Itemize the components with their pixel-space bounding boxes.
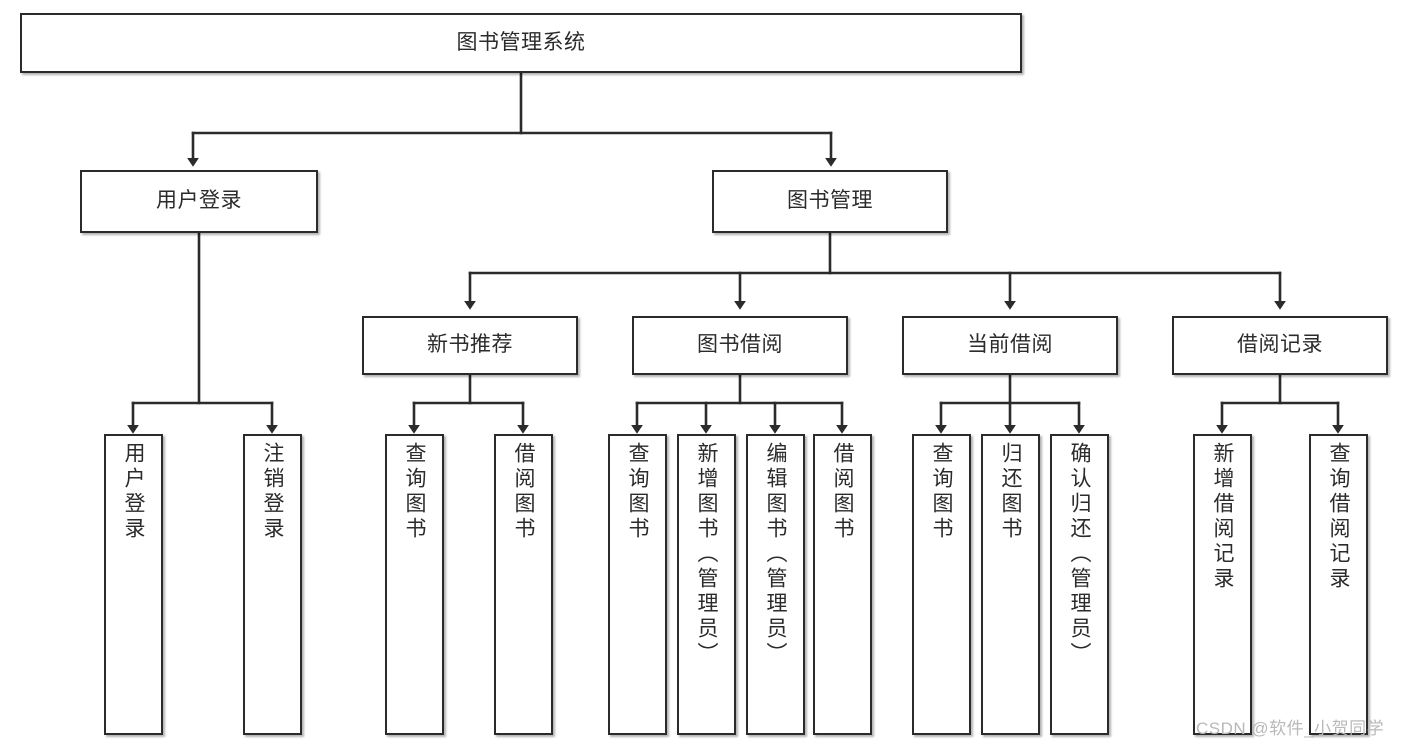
node-root-book-management-system[interactable]: 图书管理系统 <box>20 13 1022 73</box>
leaf-borrow-record-add-record[interactable]: 新增借阅记录 <box>1193 434 1252 735</box>
node-label: 新书推荐 <box>427 333 513 357</box>
node-book-borrow[interactable]: 图书借阅 <box>632 316 848 375</box>
node-current-borrow[interactable]: 当前借阅 <box>902 316 1118 375</box>
node-label: 确认归还（管理员） <box>1068 442 1091 667</box>
leaf-current-borrow-confirm-return-admin[interactable]: 确认归还（管理员） <box>1050 434 1109 735</box>
node-user-login[interactable]: 用户登录 <box>80 170 318 233</box>
node-label: 注销登录 <box>261 442 284 542</box>
node-label: 查询图书 <box>403 442 426 542</box>
leaf-new-book-query-books[interactable]: 查询图书 <box>385 434 444 735</box>
node-label: 图书管理 <box>787 189 873 213</box>
node-book-management[interactable]: 图书管理 <box>712 170 948 233</box>
node-borrow-record[interactable]: 借阅记录 <box>1172 316 1388 375</box>
node-label: 借阅记录 <box>1237 333 1323 357</box>
node-label: 归还图书 <box>999 442 1022 542</box>
leaf-new-book-borrow-books[interactable]: 借阅图书 <box>494 434 553 735</box>
node-label: 编辑图书（管理员） <box>764 442 787 667</box>
leaf-user-login-login[interactable]: 用户登录 <box>104 434 163 735</box>
node-label: 查询借阅记录 <box>1327 442 1350 592</box>
node-label: 图书借阅 <box>697 333 783 357</box>
node-label: 查询图书 <box>930 442 953 542</box>
leaf-current-borrow-return-books[interactable]: 归还图书 <box>981 434 1040 735</box>
node-label: 当前借阅 <box>967 333 1053 357</box>
node-label: 用户登录 <box>122 442 145 542</box>
node-label: 借阅图书 <box>831 442 854 542</box>
leaf-book-borrow-add-book-admin[interactable]: 新增图书（管理员） <box>677 434 736 735</box>
leaf-book-borrow-borrow-books[interactable]: 借阅图书 <box>813 434 872 735</box>
leaf-book-borrow-query-books[interactable]: 查询图书 <box>608 434 667 735</box>
node-new-book-recommend[interactable]: 新书推荐 <box>362 316 578 375</box>
csdn-watermark: CSDN @软件_小贺同学 <box>1196 719 1385 738</box>
node-label: 借阅图书 <box>512 442 535 542</box>
leaf-borrow-record-query-record[interactable]: 查询借阅记录 <box>1309 434 1368 735</box>
leaf-user-login-logout[interactable]: 注销登录 <box>243 434 302 735</box>
leaf-current-borrow-query-books[interactable]: 查询图书 <box>912 434 971 735</box>
node-label: 查询图书 <box>626 442 649 542</box>
node-label: 用户登录 <box>156 189 242 213</box>
node-label: 新增图书（管理员） <box>695 442 718 667</box>
leaf-book-borrow-edit-book-admin[interactable]: 编辑图书（管理员） <box>746 434 805 735</box>
node-label: 图书管理系统 <box>456 30 586 54</box>
node-label: 新增借阅记录 <box>1211 442 1234 592</box>
